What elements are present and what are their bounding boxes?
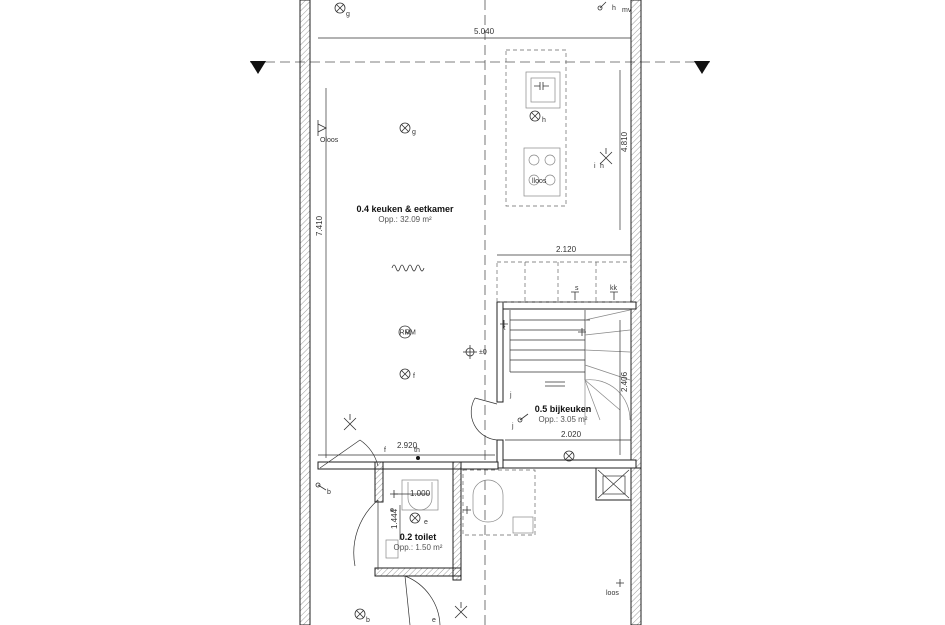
- symbol-lloos: lloos: [532, 178, 547, 185]
- symbol-h-island: h: [542, 117, 546, 124]
- symbol-th: th: [414, 447, 420, 454]
- symbol-e-toilet: e: [390, 507, 394, 514]
- symbol-kk: kk: [610, 285, 618, 292]
- washbasin: [385, 539, 399, 559]
- dim-bijkeuken-height: 2.406: [620, 371, 629, 392]
- room-area-bijkeuken: Opp.: 3.05 m²: [539, 415, 588, 424]
- outlet-icon: [545, 381, 565, 387]
- dim-left-height: 7.410: [315, 215, 324, 236]
- dim-toilet-width: 2.920: [397, 441, 418, 450]
- symbol-f-mid: f: [413, 373, 415, 380]
- dim-right-upper: 4.810: [620, 131, 629, 152]
- switch-icon: [517, 417, 523, 423]
- room-name-bijkeuken: 0.5 bijkeuken: [535, 404, 592, 414]
- ceiling-light-icon: [334, 2, 346, 14]
- ceiling-light-icon: [563, 450, 575, 462]
- outlet-icon: [578, 328, 586, 336]
- symbol-oloos: Oloos: [320, 137, 339, 144]
- wall-light-icon: [343, 414, 357, 431]
- stair-left-wall: [496, 301, 504, 403]
- symbol-b-bottom: b: [366, 617, 370, 624]
- room-area-keuken: Opp.: 32.09 m²: [378, 215, 432, 224]
- smoke-detector-label: RM: [405, 330, 416, 337]
- staircase: [509, 309, 631, 425]
- toilet-left-wall-upper: [374, 461, 384, 503]
- dim-bijkeuken-width: 2.020: [561, 430, 582, 439]
- symbol-h-top: h: [612, 5, 616, 12]
- kitchen-cabinets: [496, 261, 632, 303]
- door-swing-arc: [359, 439, 379, 467]
- floor-heating-icon: [391, 264, 425, 272]
- symbol-g-top: g: [346, 11, 350, 18]
- right-outer-wall-lower: [630, 467, 642, 625]
- ceiling-light-icon: [399, 368, 411, 380]
- switch-icon: [597, 5, 603, 11]
- right-outer-wall-upper: [630, 0, 642, 469]
- wall-light-icon: [599, 148, 613, 165]
- level-label: ±0: [479, 349, 487, 356]
- outlet-icon: [610, 291, 618, 300]
- section-marker-right-icon: [694, 61, 710, 74]
- outlet-icon: [616, 579, 624, 587]
- level-marker-icon: [463, 345, 477, 359]
- svg-text:RM: RM: [400, 330, 411, 337]
- ceiling-light-icon: [409, 512, 421, 524]
- symbol-mv: mv: [622, 7, 632, 14]
- symbol-i: i: [594, 163, 596, 170]
- outlet-icon: [534, 82, 549, 90]
- symbol-g-mid: g: [412, 129, 416, 136]
- symbol-s: s: [575, 285, 579, 292]
- toilet-right-wall: [452, 461, 462, 581]
- wall-light-icon: [317, 120, 327, 136]
- left-outer-wall: [299, 0, 311, 625]
- wall-light-icon: [454, 602, 468, 619]
- dim-toilet-height: 1.444: [390, 508, 399, 529]
- room-area-toilet: Opp.: 1.50 m²: [394, 543, 443, 552]
- section-marker-left-icon: [250, 61, 266, 74]
- ceiling-light-icon: [529, 110, 541, 122]
- switch-icon: [315, 482, 321, 488]
- toilet-bottom-wall: [374, 567, 462, 577]
- toilet-top-wall: [317, 461, 499, 470]
- symbol-e-bottom: e: [432, 617, 436, 624]
- symbol-h-right: h: [600, 163, 604, 170]
- outlet-icon: [500, 320, 508, 328]
- dim-top-width: 5.040: [474, 27, 495, 36]
- stair-top-wall: [496, 301, 637, 310]
- symbol-loos-bottom: loos: [606, 590, 619, 597]
- symbol-j-bij2: j: [511, 423, 514, 430]
- symbol-j-bij: j: [509, 392, 512, 399]
- adjacent-fixture-zone: [462, 469, 536, 536]
- symbol-b-left: b: [327, 489, 331, 496]
- ceiling-light-icon: [399, 122, 411, 134]
- bijkeuken-bottom-wall: [496, 459, 637, 469]
- smoke-detector-icon: RM: [398, 325, 412, 339]
- outlet-icon: [571, 291, 579, 300]
- dim-toilet-inner: 1.000: [410, 489, 431, 498]
- thermostat-icon: [416, 456, 420, 460]
- outlet-icon: [390, 490, 398, 498]
- dim-stair-width: 2.120: [556, 245, 577, 254]
- outlet-icon: [463, 506, 471, 514]
- symbol-e-toilet2: e: [424, 519, 428, 526]
- symbol-f-toilet: f: [384, 447, 386, 454]
- room-name-keuken: 0.4 keuken & eetkamer: [356, 204, 454, 214]
- door-living-toilet-leaf: [319, 439, 361, 469]
- bijkeuken-left-wall-stub: [496, 439, 504, 469]
- symbol-k-stair: k: [502, 325, 506, 332]
- room-name-toilet: 0.2 toilet: [400, 532, 437, 542]
- kitchen-island: [505, 49, 567, 207]
- ceiling-light-icon: [354, 608, 366, 620]
